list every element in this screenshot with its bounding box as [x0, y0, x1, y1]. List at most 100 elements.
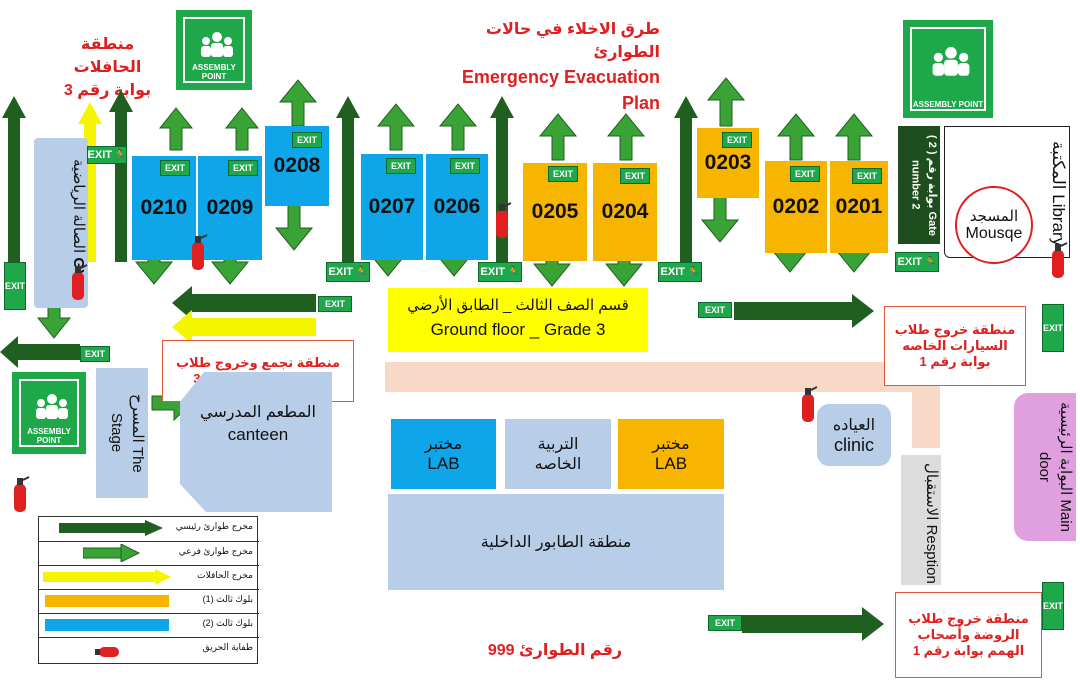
fire-extinguisher-icon — [95, 647, 119, 657]
main-door — [1014, 393, 1076, 541]
lab1-label-en: LAB — [427, 454, 460, 473]
exit-sign: EXIT — [548, 166, 578, 182]
sub-exit-arrow — [700, 195, 740, 243]
private-cars-line2: السيارات الخاصه — [902, 337, 1008, 353]
fire-extinguisher-icon — [72, 264, 88, 300]
main-exit-arrow — [490, 96, 514, 118]
room-number: 0202 — [772, 195, 820, 218]
block-blue-swatch — [45, 619, 169, 631]
gym-label-ar: الصالة الرياضية — [70, 158, 87, 253]
room-number: 0201 — [835, 195, 883, 218]
sub-exit-arrow — [224, 107, 260, 151]
exit-sign: EXIT — [1042, 304, 1064, 352]
main-exit-arrow — [734, 302, 852, 320]
exit-sign: EXIT🏃 — [895, 252, 939, 272]
legend-row: مخرج الحافلات — [39, 565, 259, 588]
stage-label: المسرح The Stage — [96, 374, 148, 492]
exit-sign: EXIT — [620, 168, 650, 184]
room-number: 0209 — [206, 196, 254, 219]
page-title: طرق الاخلاء في حالات الطوارئ Emergency E… — [420, 18, 660, 117]
reception-label-ar: الاستقبال — [923, 462, 940, 521]
kg-exit-line2: الروضة وأصحاب — [917, 626, 1020, 642]
main-exit-arrow — [8, 118, 20, 262]
assembly-point-sign-left: ASSEMBLY POINT — [12, 372, 86, 454]
lab2-label-ar: مختبر — [652, 436, 690, 453]
main-exit-arrow — [742, 615, 862, 633]
canteen-label-ar: المطعم المدرسي — [200, 404, 316, 421]
main-exit-arrow — [680, 118, 692, 262]
main-exit-arrow — [336, 96, 360, 118]
grade-3-banner: قسم الصف الثالث _ الطابق الأرضي Ground f… — [388, 288, 648, 352]
exit-sign: EXIT🏃 — [87, 146, 127, 164]
room-number: 0206 — [433, 195, 481, 218]
fire-extinguisher-icon — [192, 234, 208, 270]
sub-exit-arrow — [706, 77, 746, 127]
gate-2-label: بوابة رقم ( 2 ) Gate number 2 — [898, 130, 940, 240]
fire-extinguisher-icon — [802, 386, 818, 422]
private-cars-exit-box: منطقة خروج طلاب السيارات الخاصه بوابة رق… — [884, 306, 1026, 386]
main-exit-arrow — [192, 294, 316, 312]
legend-label: مخرج الحافلات — [197, 570, 253, 580]
lab1-label-ar: مختبر — [424, 436, 463, 453]
bus-exit-arrow-icon — [43, 569, 171, 585]
reception-area — [901, 455, 941, 585]
bus-area-line1: منطقة الحافلات — [73, 36, 142, 77]
exit-sign: EXIT — [450, 158, 480, 174]
clinic-label-ar: العياده — [832, 416, 876, 434]
main-exit-arrow — [109, 90, 133, 112]
main-exit-arrow — [674, 96, 698, 118]
sub-exit-arrow — [158, 107, 194, 151]
canteen-shape — [180, 372, 332, 512]
emergency-number: رقم الطوارئ 999 — [487, 642, 623, 659]
main-exit-arrow — [0, 336, 18, 368]
mosque-label-en: Mousqe — [965, 225, 1023, 242]
main-door-label: البوابة الرئيسية Main door — [1014, 400, 1076, 534]
mosque-label-ar: المسجد — [969, 208, 1019, 225]
reception-label-en: Resption — [923, 524, 940, 584]
gate-2-label-en: Gate number 2 — [909, 160, 939, 236]
legend-label: طفاية الحريق — [202, 642, 253, 652]
private-cars-line1: منطقة خروج طلاب — [894, 321, 1016, 337]
main-exit-arrow — [862, 607, 884, 641]
room-number: 0210 — [140, 196, 188, 219]
special-ed-line2: الخاصه — [534, 456, 582, 473]
bus-area-line2: بوابة رقم 3 — [63, 82, 152, 100]
corridor-horizontal — [385, 362, 940, 392]
room-number: 0204 — [601, 200, 649, 223]
sub-exit-arrow — [376, 103, 416, 151]
grade-banner-ar: قسم الصف الثالث _ الطابق الأرضي — [407, 297, 629, 314]
title-en-line1: Emergency Evacuation — [461, 67, 660, 88]
clinic: العياده clinic — [817, 404, 891, 466]
bus-area-label: منطقة الحافلات بوابة رقم 3 — [50, 33, 165, 103]
exit-sign: EXIT — [4, 262, 26, 310]
gate-2-label-ar: بوابة رقم ( 2 ) — [926, 134, 938, 208]
kg-exit-line1: منطقة خروج طلاب — [908, 610, 1029, 626]
legend-row: طفاية الحريق — [39, 637, 259, 664]
people-group-icon — [36, 394, 68, 419]
exit-sign: EXIT — [708, 615, 742, 631]
exit-sign: EXIT — [852, 168, 882, 184]
main-exit-arrow — [18, 344, 80, 360]
exit-sign: EXIT — [1042, 582, 1064, 630]
mosque: المسجد Mousqe — [955, 186, 1033, 264]
assembly-point-sign-right: ASSEMBLY POINT — [903, 20, 993, 118]
fire-extinguisher-icon — [1052, 242, 1068, 278]
block-orange-swatch — [45, 595, 169, 607]
canteen-label-en: canteen — [227, 424, 289, 444]
legend-label: بلوك ثالث (2) — [202, 618, 253, 628]
sub-exit-arrow — [274, 203, 314, 251]
canteen-label: المطعم المدرسي canteen — [184, 402, 332, 447]
legend-label: مخرج طوارئ رئيسي — [175, 521, 253, 531]
bus-exit-arrow — [172, 310, 192, 344]
grade-banner-en: Ground floor _ Grade 3 — [430, 320, 606, 339]
people-group-icon — [201, 32, 233, 57]
lab2-label-en: LAB — [654, 454, 688, 473]
exit-sign: EXIT🏃 — [326, 262, 370, 282]
sub-exit-arrow — [776, 113, 816, 161]
main-exit-arrow — [2, 96, 26, 118]
lab-room-2: مختبر LAB — [618, 419, 724, 489]
room-number: 0207 — [368, 195, 416, 218]
exit-sign: EXIT — [160, 160, 190, 176]
exit-sign: EXIT — [318, 296, 352, 312]
